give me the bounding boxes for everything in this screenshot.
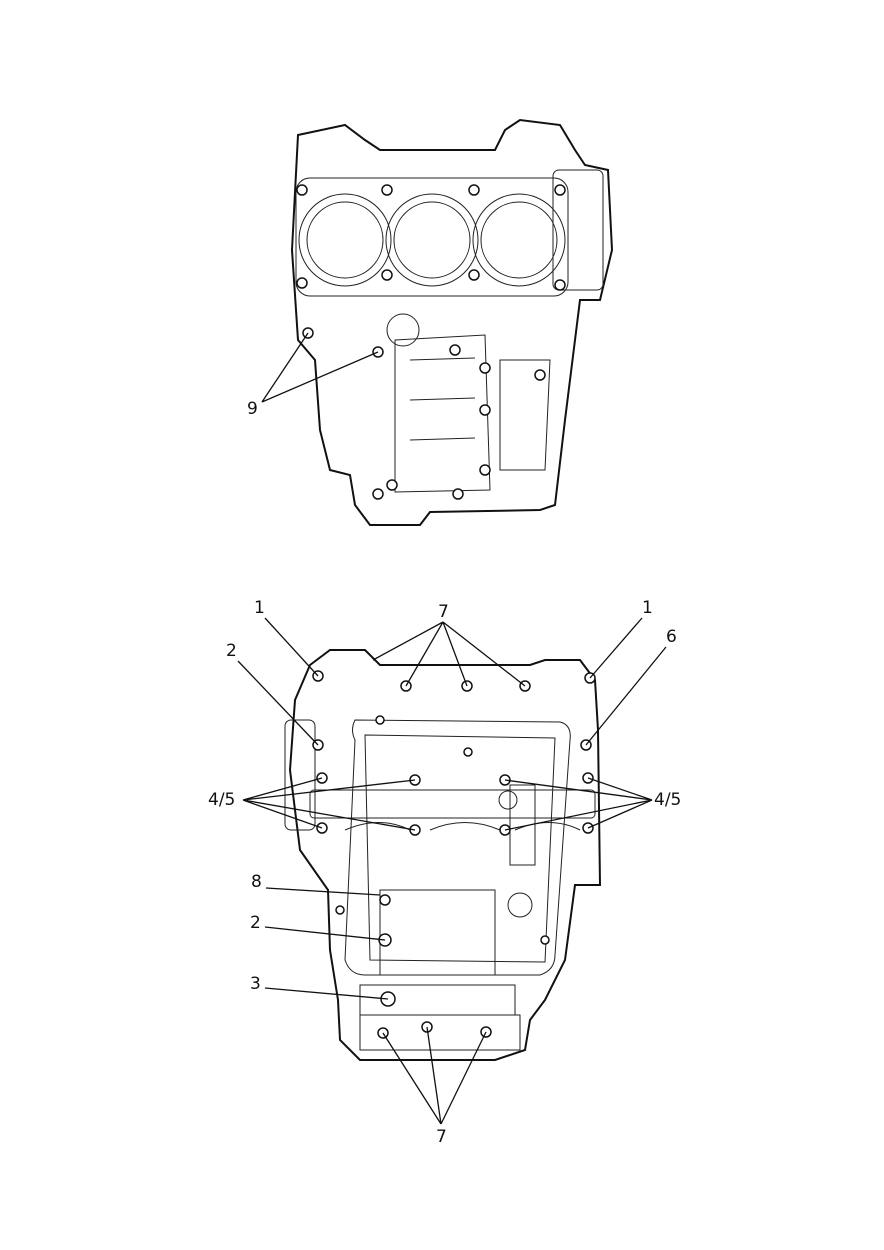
callout-leaders-bottom xyxy=(237,617,667,1125)
callout-4-5-left: 4/5 xyxy=(208,790,236,810)
callout-2-upper: 2 xyxy=(226,641,237,661)
upper-crankcase-drawing xyxy=(290,118,614,526)
callout-9: 9 xyxy=(247,399,258,419)
callout-1-left: 1 xyxy=(254,598,265,618)
callout-2-lower: 2 xyxy=(250,913,261,933)
callout-3: 3 xyxy=(250,974,261,994)
callout-4-5-right: 4/5 xyxy=(654,790,682,810)
callout-7-top: 7 xyxy=(438,602,449,622)
callout-8: 8 xyxy=(251,872,262,892)
callout-6: 6 xyxy=(666,627,677,647)
callout-1-right: 1 xyxy=(642,598,653,618)
callout-7-bottom: 7 xyxy=(436,1127,447,1147)
lower-crankcase-drawing xyxy=(284,649,602,1061)
callout-leaders-top xyxy=(261,332,379,403)
